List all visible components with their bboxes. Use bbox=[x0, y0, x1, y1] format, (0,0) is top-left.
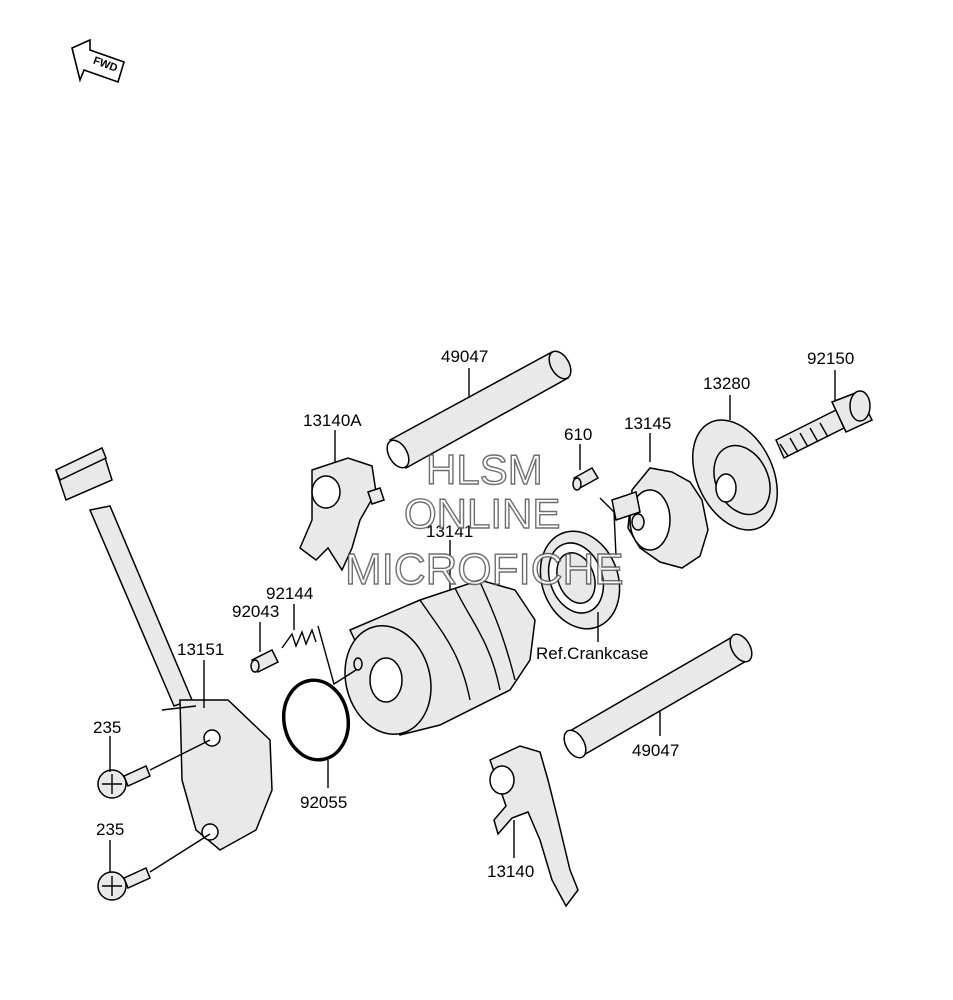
label-screw-bottom: 235 bbox=[96, 820, 124, 839]
label-oring: 92055 bbox=[300, 793, 347, 812]
fwd-arrow-icon: FWD bbox=[71, 38, 125, 84]
spring-92144 bbox=[281, 628, 317, 649]
bolt-92150 bbox=[775, 390, 874, 460]
shift-fork-shaft-top bbox=[386, 350, 572, 470]
label-plate: 13280 bbox=[703, 374, 750, 393]
label-cam: 13145 bbox=[624, 414, 671, 433]
screw-235-bottom bbox=[97, 866, 151, 901]
o-ring-92055 bbox=[281, 678, 351, 762]
shift-fork-shaft-bottom bbox=[563, 633, 753, 759]
pin-610 bbox=[572, 466, 600, 491]
screw-235-top bbox=[97, 764, 151, 799]
shift-fork-13140a bbox=[299, 457, 385, 572]
label-drum: 13141 bbox=[426, 522, 473, 541]
label-bolt: 92150 bbox=[807, 349, 854, 368]
shift-drum-13141 bbox=[344, 579, 536, 736]
leader-lines bbox=[109, 368, 836, 873]
label-sensor: 13151 bbox=[177, 640, 224, 659]
label-fork-bottom: 13140 bbox=[487, 862, 534, 881]
label-pin: 610 bbox=[564, 425, 592, 444]
label-fork-top: 13140A bbox=[303, 411, 362, 430]
watermark-line2: ONLINE bbox=[404, 490, 560, 537]
gear-position-sensor-13151 bbox=[55, 446, 273, 851]
shift-cam-13145 bbox=[611, 467, 709, 569]
label-screw-top: 235 bbox=[93, 718, 121, 737]
label-bearing-ref: Ref.Crankcase bbox=[536, 644, 648, 663]
label-spring: 92144 bbox=[266, 584, 313, 603]
watermark: HLSM ONLINE MICROFICHE bbox=[344, 445, 624, 594]
watermark-line1: HLSM bbox=[426, 446, 543, 493]
plunger-92043 bbox=[250, 648, 280, 674]
cam-plate-13280 bbox=[691, 419, 779, 531]
label-plunger: 92043 bbox=[232, 602, 279, 621]
callout-labels: 49047 92150 13280 13140A 610 13145 13141… bbox=[93, 347, 854, 881]
bearing bbox=[539, 530, 621, 630]
label-shaft-top: 49047 bbox=[441, 347, 488, 366]
watermark-line3: MICROFICHE bbox=[345, 545, 624, 594]
label-shaft-bottom: 49047 bbox=[632, 741, 679, 760]
shift-fork-13140 bbox=[489, 745, 579, 908]
